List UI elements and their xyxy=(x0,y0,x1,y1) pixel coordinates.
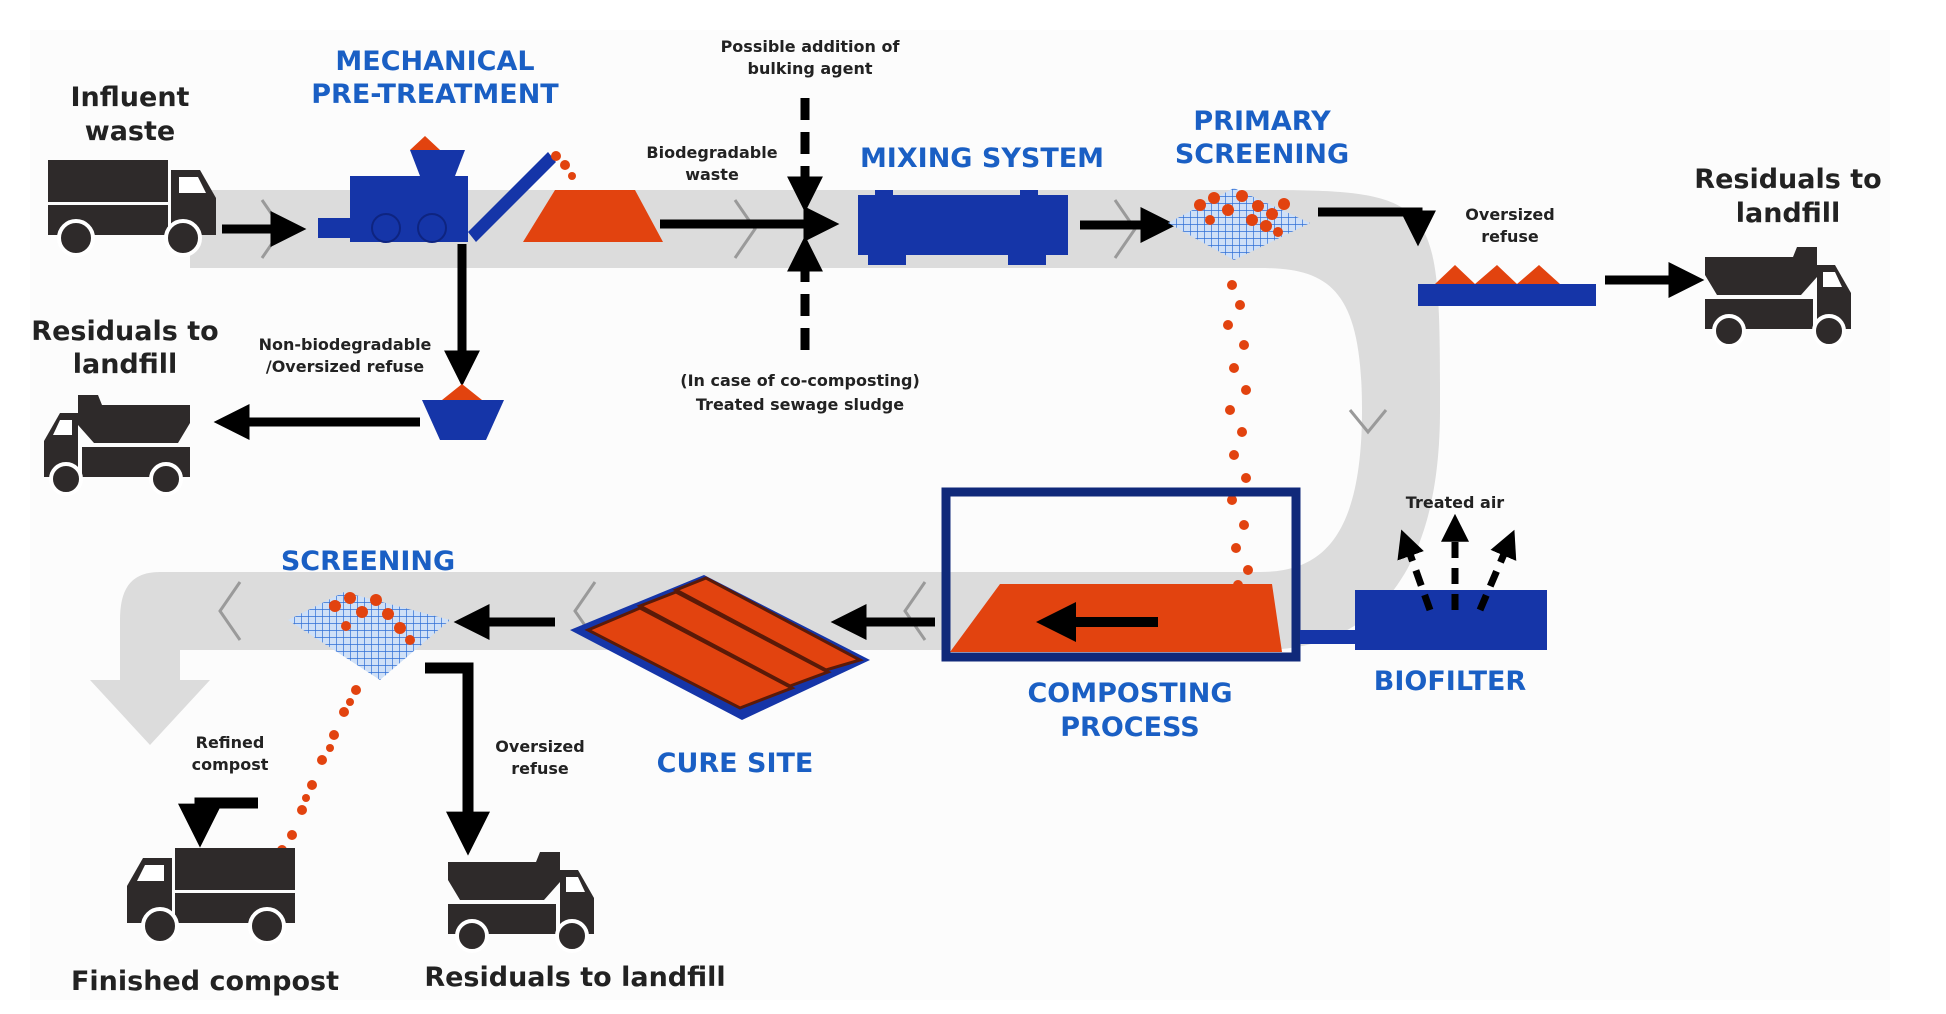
refined-compost-line2: compost xyxy=(192,755,269,774)
residuals-left-line1: Residuals to xyxy=(31,316,218,347)
biofilter-box-icon xyxy=(1355,590,1547,650)
residuals-left-line2: landfill xyxy=(73,349,178,380)
composting-vessel-icon xyxy=(941,487,1301,662)
mixing-system-title: MIXING SYSTEM xyxy=(860,143,1104,174)
screened-material-icon xyxy=(1194,190,1290,237)
windrow-pile-icon xyxy=(584,576,864,710)
biodegradable-line2: waste xyxy=(685,165,739,184)
composting-process-group: COMPOSTING PROCESS xyxy=(941,487,1301,743)
mesh-screen-icon xyxy=(288,592,450,680)
finished-compost-label: Finished compost xyxy=(71,966,339,997)
residuals-bottom-label: Residuals to landfill xyxy=(424,962,725,993)
refuse-pile-icon xyxy=(442,384,482,400)
mechanical-title-line2: PRE-TREATMENT xyxy=(311,79,559,110)
composting-process-line2: PROCESS xyxy=(1060,712,1199,743)
mechanical-title-line1: MECHANICAL xyxy=(335,46,534,77)
biodegradable-pile-icon xyxy=(523,190,663,242)
non-biodegradable-line2: /Oversized refuse xyxy=(266,357,424,376)
background-panel xyxy=(30,30,1890,1000)
primary-screening-line2: SCREENING xyxy=(1175,139,1349,170)
biofilter-group: Treated air BIOFILTER xyxy=(1300,493,1547,697)
primary-screening-group: PRIMARY SCREENING xyxy=(1168,106,1349,590)
residuals-bottom-group: Residuals to landfill xyxy=(424,850,726,993)
bulking-agent-line2: bulking agent xyxy=(747,59,872,78)
mixing-system-group: MIXING SYSTEM xyxy=(858,143,1104,265)
biodegradable-line1: Biodegradable xyxy=(646,143,777,162)
rotary-drum-mixer-icon xyxy=(858,190,1068,265)
sewage-sludge-line1: (In case of co-composting) xyxy=(680,371,920,390)
bulking-agent-line1: Possible addition of xyxy=(721,37,901,56)
oversized-refuse-final-line2: refuse xyxy=(511,759,569,778)
residuals-top-right-line2: landfill xyxy=(1736,198,1841,229)
composting-process-line1: COMPOSTING xyxy=(1027,678,1232,709)
residuals-left-group: Residuals to landfill xyxy=(31,316,219,496)
influent-label-line2: waste xyxy=(85,116,175,147)
oversized-refuse-primary-line1: Oversized xyxy=(1465,205,1554,224)
oversized-refuse-primary-line2: refuse xyxy=(1481,227,1539,246)
refined-compost-line1: Refined xyxy=(196,733,265,752)
influent-waste-group: Influent waste xyxy=(46,82,218,257)
non-biodegradable-line1: Non-biodegradable xyxy=(259,335,432,354)
refined-compost-arrow xyxy=(178,797,258,848)
treated-air-arrows xyxy=(1397,513,1517,612)
shredder-machine-icon xyxy=(318,136,576,243)
mechanical-pretreatment-group: MECHANICAL PRE-TREATMENT xyxy=(311,46,663,243)
refuse-hopper-icon xyxy=(422,400,504,440)
oversized-refuse-final-line1: Oversized xyxy=(495,737,584,756)
air-duct-icon xyxy=(1300,630,1360,644)
finished-compost-group: Finished compost xyxy=(71,846,339,997)
treated-air-label: Treated air xyxy=(1406,493,1505,512)
influent-label-line1: Influent xyxy=(71,82,190,113)
oversized-refuse-arrow xyxy=(1318,207,1436,247)
refuse-conveyor-icon xyxy=(1418,265,1596,306)
oversized-refuse-final-arrow xyxy=(425,662,490,856)
residuals-top-right-line1: Residuals to xyxy=(1694,164,1881,195)
cure-site-group: CURE SITE xyxy=(570,575,870,779)
residuals-top-right-group: Residuals to landfill xyxy=(1694,164,1882,348)
screening-title: SCREENING xyxy=(281,546,455,577)
biofilter-title: BIOFILTER xyxy=(1374,666,1527,697)
screening-group: SCREENING xyxy=(277,546,455,855)
cure-site-title: CURE SITE xyxy=(657,748,814,779)
falling-compost-stream xyxy=(1223,280,1253,590)
screened-material-icon xyxy=(329,592,415,645)
primary-screening-line1: PRIMARY xyxy=(1193,106,1331,137)
sewage-sludge-line2: Treated sewage sludge xyxy=(696,395,904,414)
